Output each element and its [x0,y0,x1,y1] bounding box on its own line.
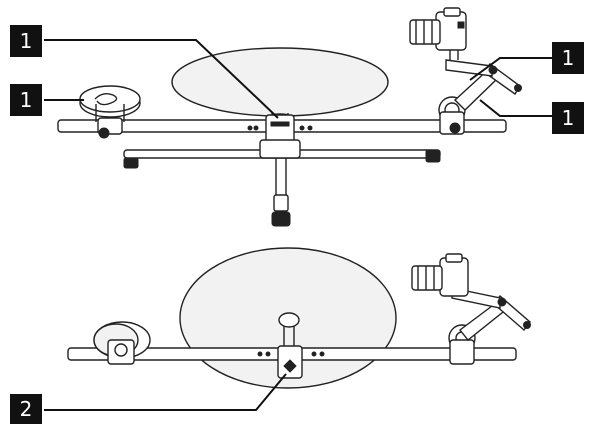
camera-arm-top [409,7,522,135]
callout-number: 2 [20,397,33,421]
callout-label-1c: 1 [552,42,584,74]
rail-hole [247,125,253,131]
callout-label-1b: 1 [10,84,42,116]
stand-top [123,139,441,227]
rail-hole [257,351,263,357]
center-post-knob-bottom [278,312,300,328]
rail-hole [265,351,271,357]
leader-line-2 [44,373,287,411]
callout-label-1d: 1 [552,102,584,134]
rail-hole [307,125,313,131]
leader-line-1a [44,39,279,119]
camera-lens-bottom [411,265,443,291]
top-assembly [57,7,522,227]
callout-number: 1 [20,88,33,112]
turntable-plate-top [171,47,389,117]
callout-label-2: 2 [10,394,42,424]
callout-label-1a: 1 [10,25,42,57]
camera-arm-bottom [411,253,531,365]
leader-line-1c [469,57,552,81]
rail-hole [319,351,325,357]
counterweight-top [79,85,141,139]
camera-lens-top [409,19,441,45]
callout-number: 1 [562,46,575,70]
rail-hole [311,351,317,357]
counterweight-bottom [93,321,151,365]
camera-body-bottom [439,257,469,297]
callout-number: 1 [562,106,575,130]
callout-number: 1 [20,29,33,53]
bottom-assembly [67,247,531,389]
rail-hole [253,125,259,131]
rail-hole [299,125,305,131]
carriage-slot [270,121,290,127]
leader-line-1d [479,99,552,117]
